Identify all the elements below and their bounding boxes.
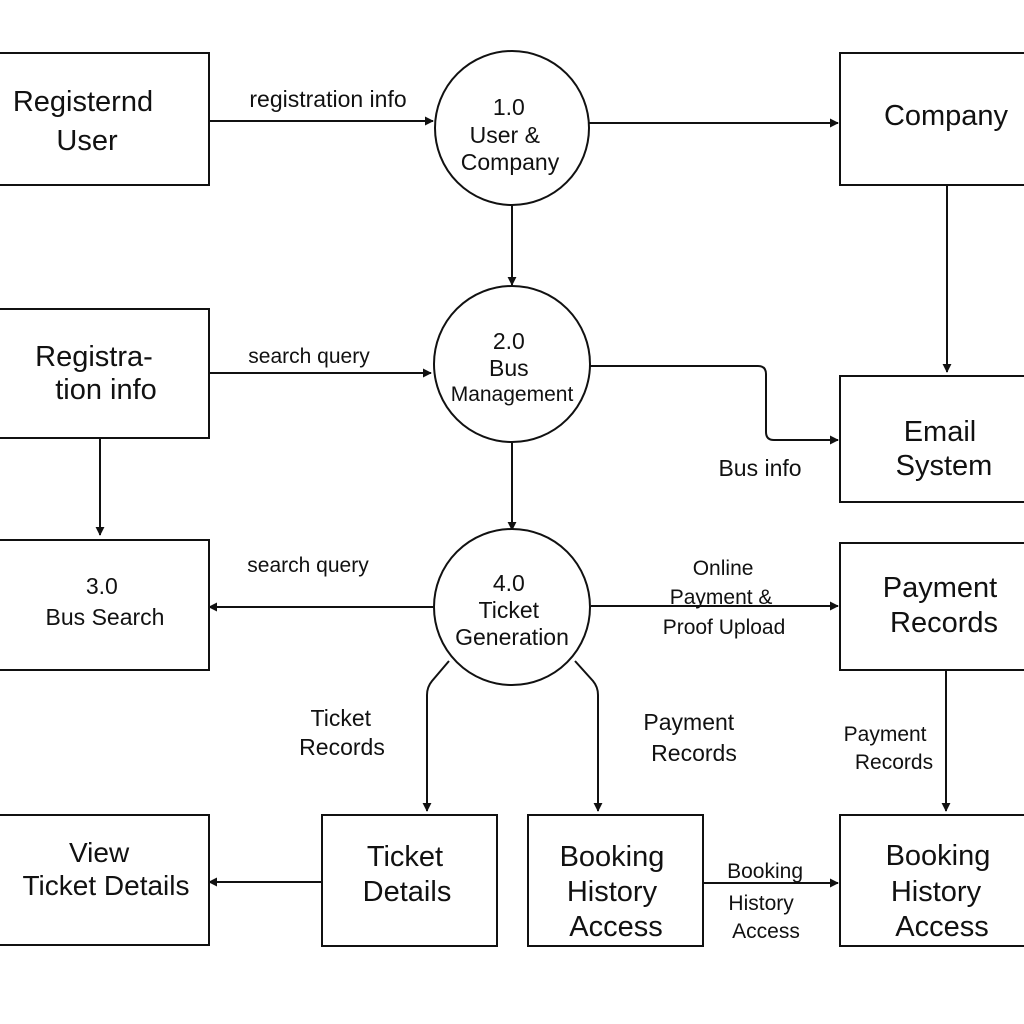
flow-label-registration-info: registration info bbox=[249, 86, 406, 112]
flow-arrow-ticket-records bbox=[422, 660, 450, 812]
entity-bus-search: 3.0 Bus Search bbox=[0, 539, 210, 671]
entity-registered-user-label: Registernd User bbox=[13, 86, 161, 157]
process-2-label: 2.0 Bus Management bbox=[451, 328, 574, 406]
process-4-ticket-generation: 4.0 Ticket Generation bbox=[433, 528, 591, 686]
entity-booking-history-access-2-label: Booking History Access bbox=[886, 840, 999, 943]
flow-label-payment-records-right: Payment Records bbox=[844, 723, 933, 774]
entity-registered-user: Registernd User bbox=[0, 52, 210, 186]
entity-ticket-details-label: Ticket Details bbox=[363, 841, 452, 908]
flow-label-bus-info: Bus info bbox=[718, 455, 801, 481]
entity-registration-info: Registra- tion info bbox=[0, 308, 210, 439]
entity-booking-history-access-1-label: Booking History Access bbox=[560, 841, 673, 943]
process-4-label: 4.0 Ticket Generation bbox=[455, 570, 569, 650]
entity-email-system: Email System bbox=[839, 375, 1024, 503]
flow-arrow-payment-records-mid bbox=[574, 660, 603, 812]
entity-bus-search-label: 3.0 Bus Search bbox=[46, 573, 165, 630]
flow-label-payment-records-mid: Payment Records bbox=[643, 709, 740, 766]
entity-payment-records: Payment Records bbox=[839, 542, 1024, 671]
flow-lines bbox=[95, 116, 952, 888]
flow-label-booking-history-access: Booking History Access bbox=[727, 860, 809, 943]
entity-booking-history-access-2: Booking History Access bbox=[839, 814, 1024, 947]
entity-ticket-details: Ticket Details bbox=[321, 814, 498, 947]
entity-view-ticket-details: View Ticket Details bbox=[0, 814, 210, 946]
flow-label-search-query-1: search query bbox=[248, 345, 370, 368]
flow-label-ticket-records: Ticket Records bbox=[299, 705, 385, 760]
entity-view-ticket-details-label: View Ticket Details bbox=[22, 837, 189, 901]
entity-company-label: Company bbox=[884, 100, 1009, 132]
flow-label-online-payment: Online Payment & Proof Upload bbox=[663, 557, 786, 639]
entity-booking-history-access-1: Booking History Access bbox=[527, 814, 704, 947]
process-1-user-company: 1.0 User & Company bbox=[434, 50, 590, 206]
entity-payment-records-label: Payment Records bbox=[883, 572, 1006, 639]
entity-company: Company bbox=[839, 52, 1024, 186]
flow-label-search-query-2: search query bbox=[247, 554, 369, 577]
entity-email-system-label: Email System bbox=[896, 416, 993, 482]
process-1-label: 1.0 User & Company bbox=[461, 94, 560, 175]
entity-registration-info-label: Registra- tion info bbox=[35, 341, 161, 406]
flow-arrow-bus-info bbox=[589, 365, 839, 445]
process-2-bus-management: 2.0 Bus Management bbox=[433, 285, 591, 443]
